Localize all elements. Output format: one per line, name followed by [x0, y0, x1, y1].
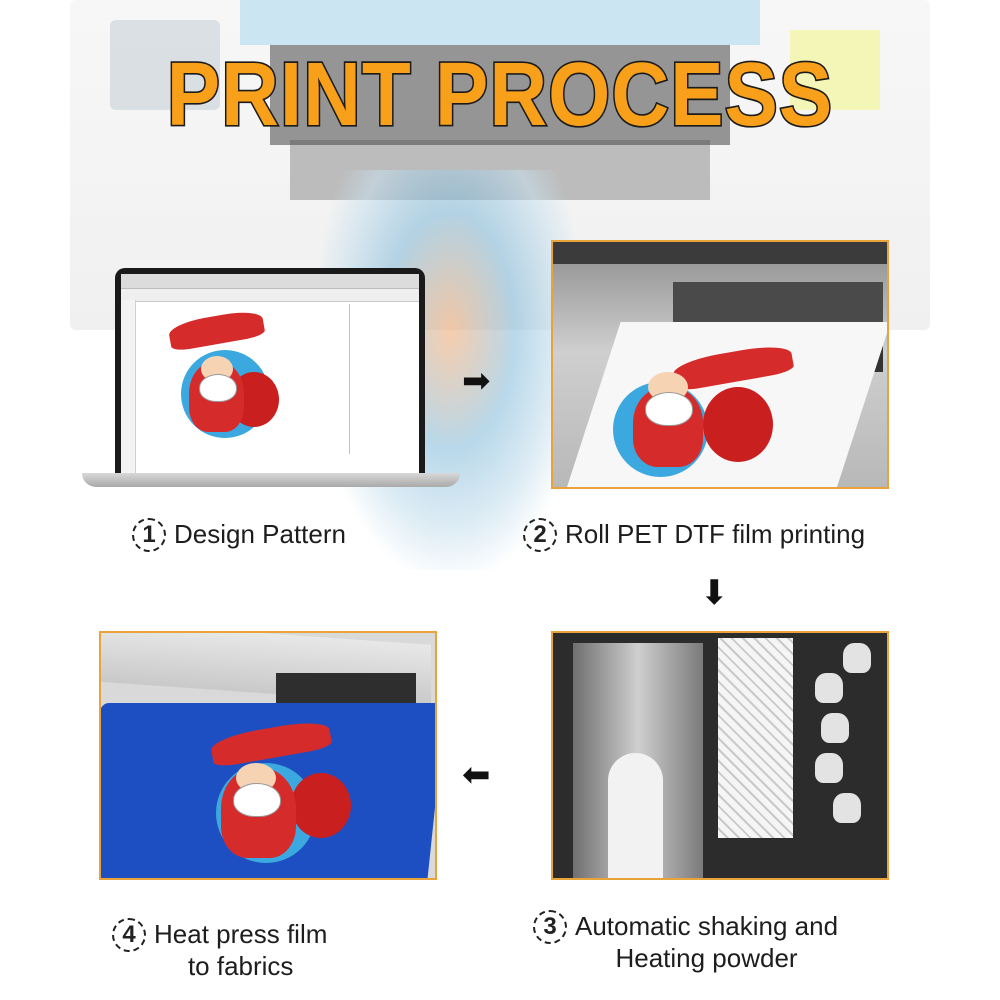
step-3-label: 3 Automatic shaking and Heating powder	[533, 910, 838, 974]
laptop-screen	[115, 268, 425, 473]
step-1-label: 1 Design Pattern	[132, 518, 346, 552]
santa-print-on-shirt	[171, 717, 371, 868]
step-2-label: 2 Roll PET DTF film printing	[523, 518, 865, 552]
laptop-base	[82, 473, 460, 487]
step-number-badge: 1	[132, 518, 166, 552]
step-text-line-2: Heating powder	[615, 943, 798, 973]
santa-print-on-film	[593, 341, 813, 482]
software-ruler	[121, 300, 136, 473]
printer-cover	[240, 0, 760, 45]
design-software-window	[121, 274, 419, 473]
printer-control-panel	[110, 20, 220, 110]
santa-artwork	[159, 307, 289, 452]
step-text: Automatic shaking and Heating powder	[575, 910, 838, 974]
step-text-line-2: to fabrics	[187, 951, 294, 981]
arrow-down-icon: ⬇	[700, 574, 729, 612]
printer-sticker	[790, 30, 880, 110]
arrow-right-icon: ➡	[462, 362, 491, 400]
step-text-line-1: Automatic shaking and	[575, 911, 839, 941]
step-number-badge: 3	[533, 910, 567, 944]
design-canvas	[139, 304, 350, 454]
photo-film-printing	[551, 240, 889, 489]
photo-powder-shaker	[551, 631, 889, 880]
step-number-badge: 4	[112, 918, 146, 952]
title-band	[270, 45, 730, 145]
arrow-left-icon: ⬅	[462, 756, 491, 794]
step-number-badge: 2	[523, 518, 557, 552]
step-4-label: 4 Heat press film to fabrics	[112, 918, 327, 982]
page-title: PRINT PROCESS	[165, 43, 834, 146]
step-text: Heat press film to fabrics	[154, 918, 327, 982]
step-text-line-1: Heat press film	[154, 919, 328, 949]
step-text: Roll PET DTF film printing	[565, 519, 866, 549]
photo-heat-press	[99, 631, 437, 880]
step-text: Design Pattern	[174, 519, 346, 549]
software-toolbar	[121, 289, 419, 302]
powder-belt	[718, 638, 793, 838]
software-menubar	[121, 274, 419, 289]
